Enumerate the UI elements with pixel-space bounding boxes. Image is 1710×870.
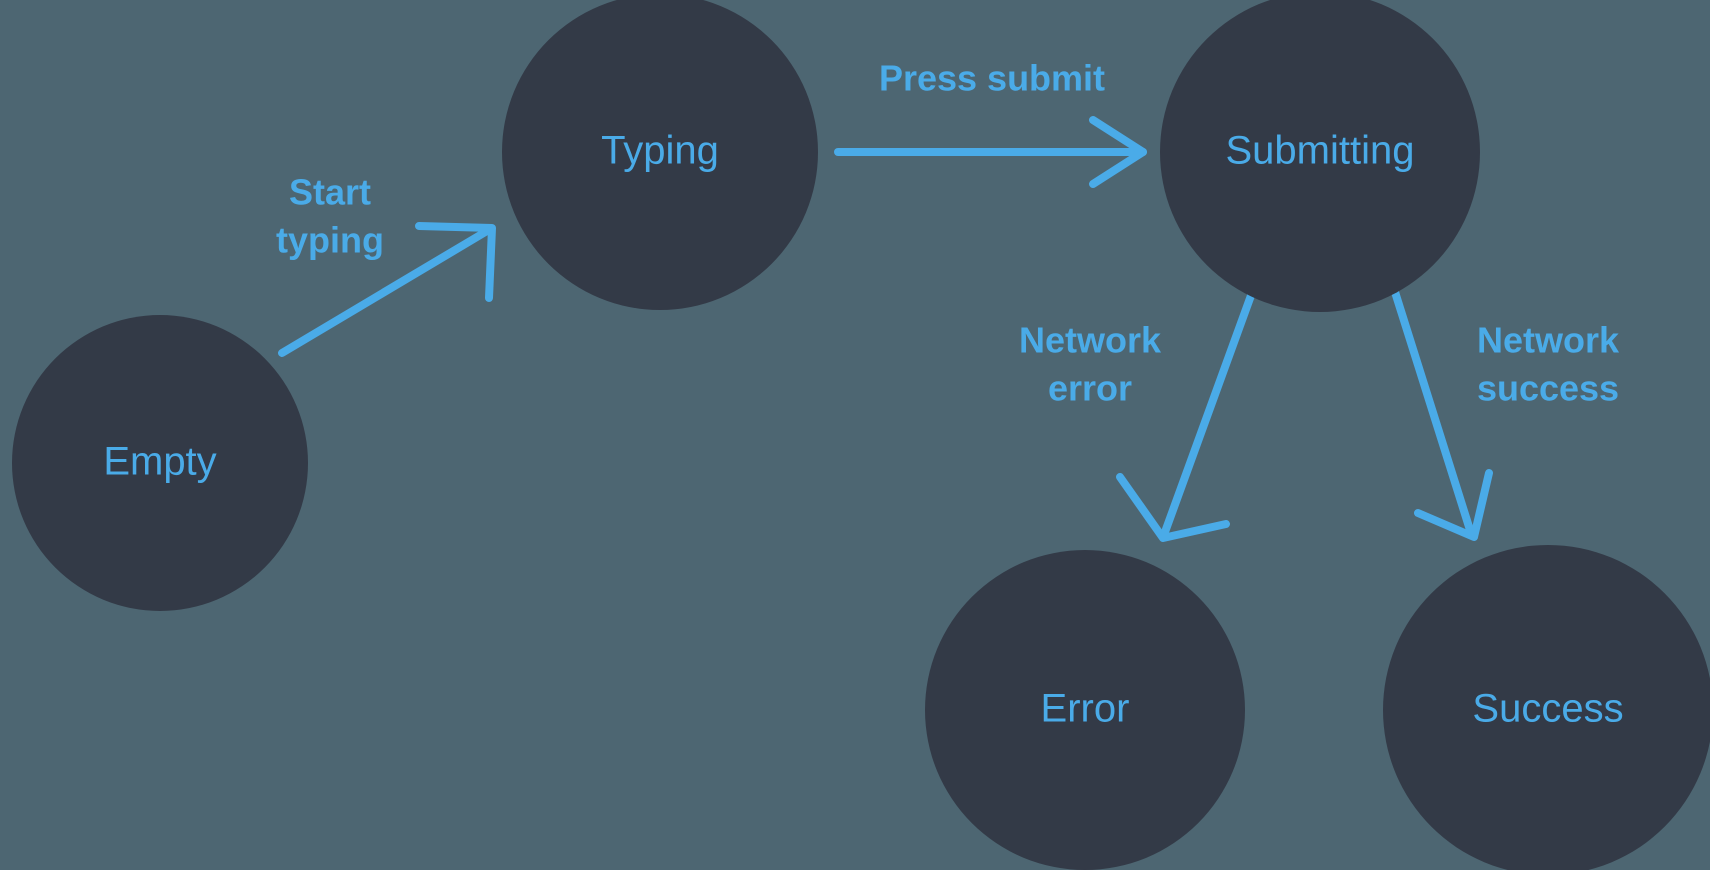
transition-line-start-typing	[278, 227, 491, 357]
transition-label-start-typing: Start typing	[276, 172, 384, 261]
state-node-typing[interactable]: Typing	[502, 0, 818, 310]
transition-label-network-success-line1: Network	[1477, 320, 1620, 361]
state-circle-submitting[interactable]	[1160, 0, 1480, 312]
state-node-success[interactable]: Success	[1383, 545, 1710, 870]
state-node-error[interactable]: Error	[925, 550, 1245, 870]
state-circle-success[interactable]	[1383, 545, 1710, 870]
state-circle-error[interactable]	[925, 550, 1245, 870]
transition-typing-to-submitting	[834, 116, 1147, 188]
transition-label-press-submit: Press submit	[879, 58, 1105, 99]
transition-label-network-error: Network error	[1019, 320, 1162, 409]
state-label-submitting: Submitting	[1226, 129, 1415, 173]
transition-line-network-error	[1161, 286, 1257, 536]
state-label-typing: Typing	[601, 129, 719, 173]
arrowhead-press-submit	[1089, 116, 1147, 188]
transition-label-start-typing-line2: typing	[276, 220, 384, 261]
transition-label-start-typing-line1: Start	[289, 172, 371, 213]
transition-label-press-submit-line1: Press submit	[879, 58, 1105, 99]
state-label-empty: Empty	[103, 440, 216, 484]
transition-submitting-to-success	[1391, 288, 1493, 541]
transition-submitting-to-error	[1116, 286, 1257, 542]
state-node-submitting[interactable]: Submitting	[1160, 0, 1480, 312]
transition-label-network-success-line2: success	[1477, 368, 1619, 409]
arrowhead-network-success	[1414, 469, 1493, 541]
transition-line-network-success	[1391, 288, 1474, 534]
transition-empty-to-typing	[278, 222, 496, 357]
state-node-empty[interactable]: Empty	[12, 315, 308, 611]
transition-label-network-success: Network success	[1477, 320, 1620, 409]
state-label-success: Success	[1472, 687, 1623, 731]
state-circle-empty[interactable]	[12, 315, 308, 611]
arrowhead-network-error	[1116, 473, 1230, 542]
transition-label-network-error-line1: Network	[1019, 320, 1162, 361]
state-label-error: Error	[1041, 687, 1130, 731]
arrowhead-start-typing	[415, 222, 496, 302]
state-circle-typing[interactable]	[502, 0, 818, 310]
transition-label-network-error-line2: error	[1048, 368, 1132, 409]
